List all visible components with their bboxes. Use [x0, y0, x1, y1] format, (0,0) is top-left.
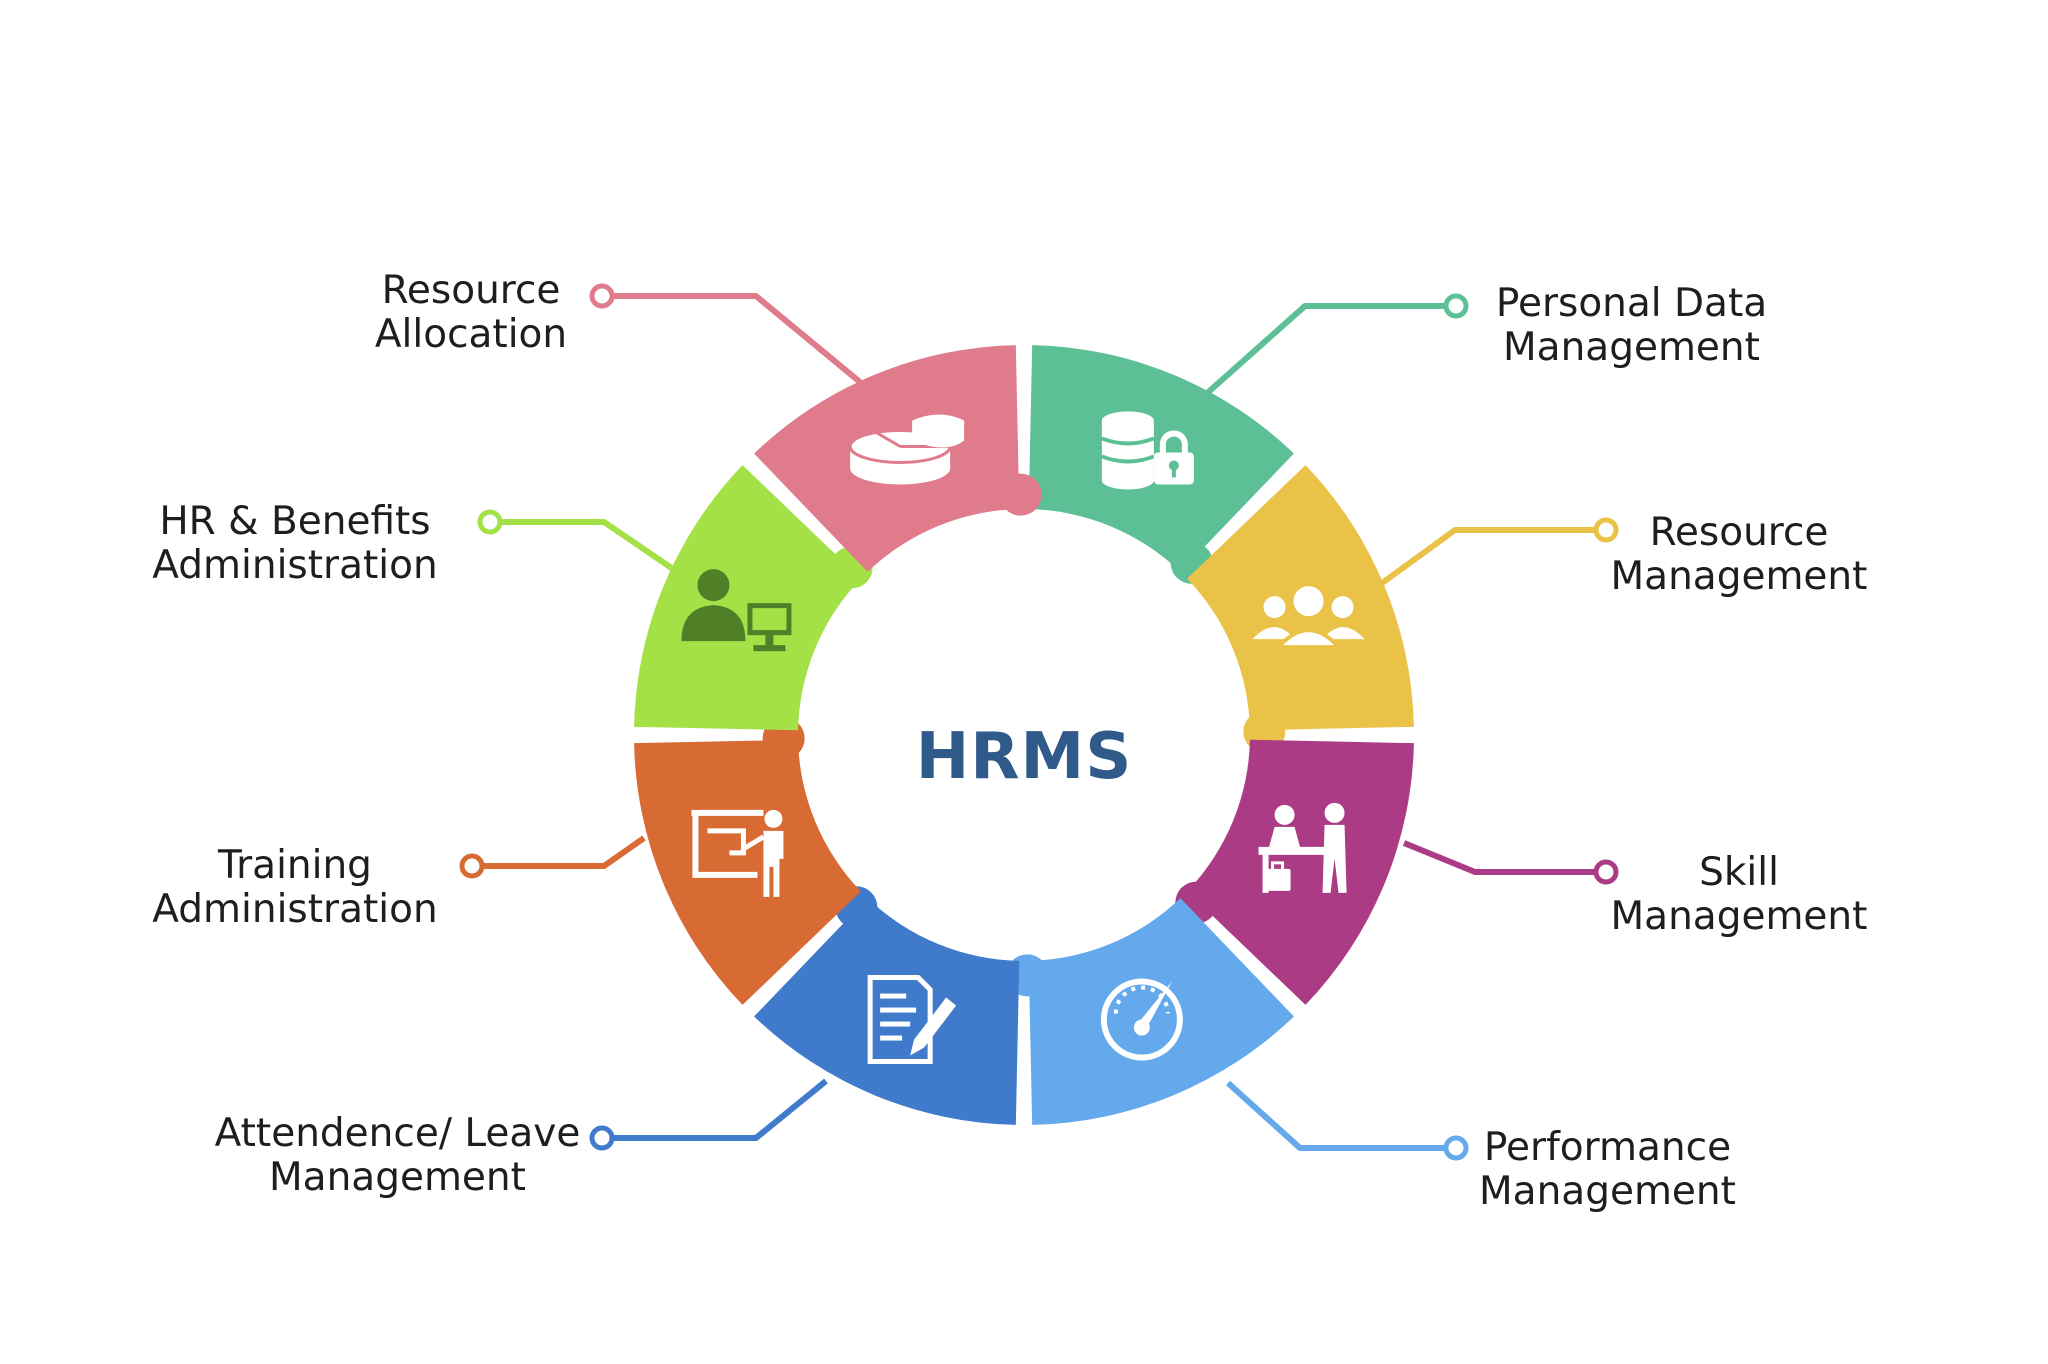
connector-resource-allocation [602, 293, 874, 395]
label-line: Administration [152, 887, 437, 932]
label-line: Management [269, 1155, 526, 1200]
label-line: Performance [1484, 1125, 1731, 1170]
label-line: Allocation [375, 312, 567, 357]
connector-end-personal-data-management [1443, 293, 1469, 319]
label-line: Personal Data [1496, 281, 1767, 326]
label-line: Management [1611, 554, 1868, 599]
puzzle-knob-resource-allocation [999, 473, 1042, 516]
segment-hr-benefits-administration [634, 465, 861, 731]
connector-end-training-administration [459, 853, 485, 879]
segment-performance-management [1028, 898, 1294, 1125]
connector-personal-data-management [1203, 303, 1456, 398]
label-line: Management [1611, 894, 1868, 939]
label-line: Management [1479, 1169, 1736, 1214]
label-line: HR & Benefits [159, 499, 430, 544]
segments-ring [634, 345, 1414, 1125]
label-line: Resource [382, 268, 561, 313]
label-line: Administration [152, 543, 437, 588]
label-line: Training [217, 843, 372, 888]
segment-skill-management [1187, 739, 1414, 1005]
connector-attendence-leave-management [602, 1078, 828, 1141]
connector-end-resource-allocation [589, 283, 615, 309]
label-line: Skill [1699, 850, 1779, 895]
label-line: Management [1503, 325, 1760, 370]
connector-resource-management [1376, 527, 1606, 589]
connector-end-resource-management [1593, 517, 1619, 543]
center-title: HRMS [916, 720, 1133, 794]
connector-performance-management [1225, 1080, 1456, 1151]
connector-end-attendence-leave-management [589, 1125, 615, 1151]
connector-end-performance-management [1443, 1135, 1469, 1161]
connector-training-administration [472, 835, 646, 869]
label-line: Resource [1650, 510, 1829, 555]
connector-skill-management [1402, 840, 1606, 875]
connector-hr-benefits-administration [490, 519, 678, 574]
label-line: Attendence/ Leave [215, 1111, 581, 1156]
connector-end-hr-benefits-administration [477, 509, 503, 535]
connectors [459, 283, 1619, 1161]
center-hub [838, 549, 1210, 921]
connector-end-skill-management [1593, 859, 1619, 885]
